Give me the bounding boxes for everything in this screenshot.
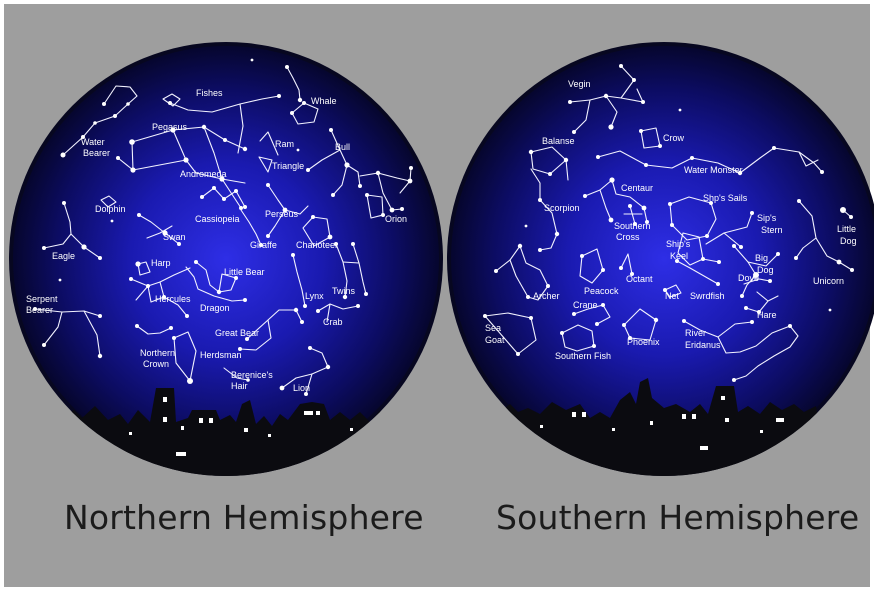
label-cassiopeia: Cassiopeia	[195, 214, 240, 224]
label-water-monster: Water Monster	[684, 165, 743, 175]
label-bull: Bull	[335, 142, 350, 152]
label-southern-fish: Southern Fish	[555, 351, 611, 361]
label-great-bear: Great Bear	[215, 328, 259, 338]
label-river-eridanus-1: River	[685, 328, 706, 338]
label-serpent-bearer-1: Serpent	[26, 294, 58, 304]
label-northern-crown-2: Crown	[143, 359, 169, 369]
label-sea-goat-1: Sea	[485, 323, 501, 333]
northern-hemisphere-caption: Northern Hemisphere	[64, 498, 424, 537]
label-ships-stern-1: Sip's	[757, 213, 777, 223]
label-octant: Octant	[626, 274, 653, 284]
label-unicorn: Unicorn	[813, 276, 844, 286]
label-little-dog-2: Dog	[840, 236, 857, 246]
label-lynx: Lynx	[305, 291, 324, 301]
label-ships-stern-2: Stern	[761, 225, 783, 235]
label-charioteer: Charioteer	[296, 240, 338, 250]
southern-hemisphere-caption: Southern Hemisphere	[496, 498, 860, 537]
label-whale: Whale	[311, 96, 337, 106]
southern-constellation-lines	[484, 65, 853, 381]
label-hare: Hare	[757, 310, 777, 320]
label-triangle: Triangle	[272, 161, 304, 171]
label-ships-keel-1: Ship's	[666, 239, 691, 249]
southern-skyline-windows	[540, 396, 784, 450]
label-ram: Ram	[275, 139, 294, 149]
label-pegasus: Pegasus	[152, 122, 188, 132]
label-balanse: Balanse	[542, 136, 575, 146]
label-berenices-hair-1: Berenice's	[231, 370, 273, 380]
label-lion: Lion	[293, 383, 310, 393]
label-swordfish: Swrdfish	[690, 291, 725, 301]
southern-skyline	[500, 378, 828, 476]
label-virgin: Vegin	[568, 79, 591, 89]
northern-stars	[33, 58, 413, 396]
label-dragon: Dragon	[200, 303, 230, 313]
label-crow: Crow	[663, 133, 685, 143]
label-southern-cross-2: Cross	[616, 232, 640, 242]
label-peacock: Peacock	[584, 286, 619, 296]
label-sea-goat-2: Goat	[485, 335, 505, 345]
label-dove: Dove	[738, 273, 759, 283]
southern-constellation-labels: Vegin Balanse Crow Water Monster Centaur…	[485, 79, 857, 361]
label-eagle: Eagle	[52, 251, 75, 261]
label-serpent-bearer-2: Bearer	[26, 305, 53, 315]
label-water-bearer-2: Bearer	[83, 148, 110, 158]
label-little-bear: Little Bear	[224, 267, 265, 277]
label-centaur: Centaur	[621, 183, 653, 193]
label-river-eridanus-2: Eridanus	[685, 340, 721, 350]
label-phoenix: Phoenix	[627, 337, 660, 347]
northern-constellation-labels: Fishes Whale Water Bearer Pegasus Ram Bu…	[26, 88, 407, 393]
label-hercules: Hercules	[155, 294, 191, 304]
label-scorpion: Scorpion	[544, 203, 580, 213]
northern-skyline-windows	[129, 397, 353, 456]
southern-stars	[483, 64, 854, 382]
label-ships-sails: Shp's Sails	[703, 193, 748, 203]
label-crab: Crab	[323, 317, 343, 327]
label-crane: Crane	[573, 300, 598, 310]
label-little-dog-1: Little	[837, 224, 856, 234]
label-fishes: Fishes	[196, 88, 223, 98]
label-southern-cross-1: Southern	[614, 221, 651, 231]
label-andromeda: Andromeda	[180, 169, 227, 179]
label-orion: Orion	[385, 214, 407, 224]
label-swan: Swan	[163, 232, 186, 242]
label-net: Net	[665, 291, 680, 301]
label-herdsman: Herdsman	[200, 350, 242, 360]
label-dolphin: Dolphin	[95, 204, 126, 214]
label-ships-keel-2: Keel	[670, 251, 688, 261]
northern-sky-disc	[9, 42, 443, 476]
label-berenices-hair-2: Hair	[231, 381, 248, 391]
label-big-dog-2: Dog	[757, 265, 774, 275]
northern-skyline	[60, 388, 392, 476]
label-perseus: Perseus	[265, 209, 299, 219]
label-northern-crown-1: Northern	[140, 348, 175, 358]
label-giraffe: Giraffe	[250, 240, 277, 250]
label-archer: Archer	[533, 291, 560, 301]
label-water-bearer-1: Water	[81, 137, 105, 147]
label-harp: Harp	[151, 258, 171, 268]
label-twins: Twins	[332, 286, 356, 296]
label-big-dog-1: Big	[755, 253, 768, 263]
